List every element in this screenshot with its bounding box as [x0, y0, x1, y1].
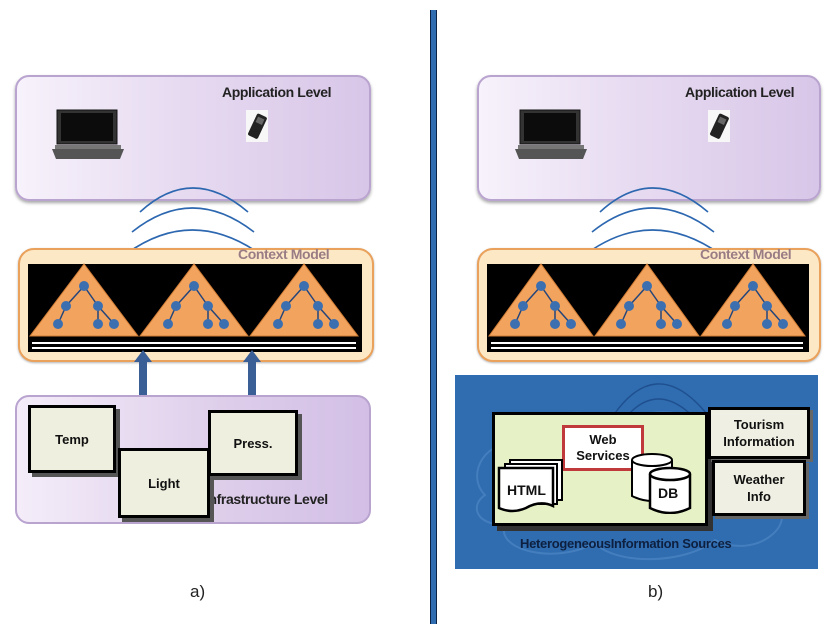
- weather-info-label: Weather Info: [733, 472, 785, 504]
- sensor-temp: Temp: [28, 405, 116, 473]
- sensor-pressure: Press.: [208, 410, 298, 476]
- tree-hierarchy-icon: [249, 263, 359, 337]
- tree-hierarchy-icon: [139, 263, 249, 337]
- context-trees: [488, 263, 806, 349]
- application-level-label: Application Level: [222, 84, 332, 100]
- web-services-label: Web Services: [576, 432, 630, 463]
- db-label: DB: [658, 485, 679, 501]
- tree-hierarchy-icon: [488, 263, 594, 337]
- tree-hierarchy-icon: [594, 263, 700, 337]
- web-services-box: Web Services: [562, 425, 644, 471]
- html-label: HTML: [507, 482, 546, 498]
- weather-info-box: Weather Info: [712, 460, 806, 516]
- tourism-information-label: Tourism Information: [723, 417, 795, 449]
- tree-hierarchy-icon: [29, 263, 139, 337]
- document-stack-icon: [497, 459, 563, 513]
- wireless-signal-icon: [125, 187, 261, 255]
- information-sources-label: HeterogeneousInformation Sources: [520, 536, 732, 551]
- up-arrow-icon: [134, 350, 152, 412]
- caption-a: a): [190, 582, 206, 601]
- up-arrow-icon: [243, 350, 261, 412]
- application-level-label: Application Level: [685, 84, 795, 100]
- context-model-label: Context Model: [700, 246, 792, 262]
- tree-hierarchy-icon: [700, 263, 806, 337]
- context-model-label: Context Model: [238, 246, 330, 262]
- mobile-phone-icon: [708, 110, 730, 142]
- laptop-icon: [52, 109, 124, 159]
- context-trees: [29, 263, 359, 349]
- sensor-light: Light: [118, 448, 210, 518]
- tourism-information-box: Tourism Information: [708, 407, 810, 459]
- mobile-phone-icon: [246, 110, 268, 142]
- panel-divider: [430, 10, 437, 624]
- infrastructure-level-label: Infrastructure Level: [205, 491, 328, 507]
- laptop-icon: [515, 109, 587, 159]
- database-icon: [631, 453, 692, 514]
- wireless-signal-icon: [585, 187, 721, 255]
- caption-b: b): [648, 582, 664, 601]
